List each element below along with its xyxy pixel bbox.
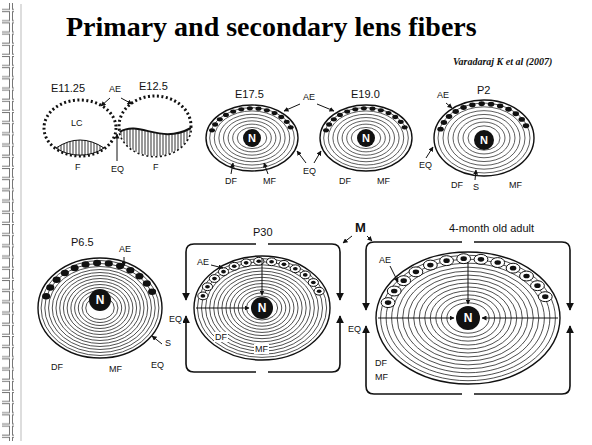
stage-label: P30 <box>252 226 274 239</box>
migration-bracket <box>186 242 570 394</box>
structure-label: MF <box>254 344 269 354</box>
slide-rule <box>21 4 22 441</box>
structure-label: AE <box>108 84 122 94</box>
nucleus-label: N <box>248 133 256 144</box>
stage-label: E19.0 <box>350 88 381 101</box>
nucleus-label: N <box>464 312 473 324</box>
structure-label: MF <box>374 372 389 382</box>
nucleus-circle: N <box>456 306 480 330</box>
lens-e17 <box>206 105 298 171</box>
lens-p2 <box>434 100 534 176</box>
migration-label: M <box>354 221 367 236</box>
nucleus-circle: N <box>474 130 494 150</box>
structure-label: MF <box>108 364 123 374</box>
stage-label: E12.5 <box>138 80 169 93</box>
stage-label: P6.5 <box>70 236 95 249</box>
nucleus-circle: N <box>89 289 111 311</box>
lens-primary-fibers <box>119 96 191 156</box>
structure-label: EQ <box>150 360 165 370</box>
structure-label: MF <box>508 180 523 190</box>
lens-p30 <box>194 256 330 360</box>
stage-label: E17.5 <box>234 88 265 101</box>
lens-vesicle <box>44 100 116 156</box>
structure-label: AE <box>378 255 392 265</box>
structure-label: MF <box>262 176 277 186</box>
slide-bullet-column <box>2 3 14 441</box>
structure-label: EQ <box>418 160 433 170</box>
structure-label: EQ <box>347 324 362 334</box>
stage-label: P2 <box>476 84 491 97</box>
structure-label: EQ <box>110 164 125 174</box>
nucleus-circle: N <box>357 129 375 147</box>
structure-label: DF <box>338 176 352 186</box>
nucleus-circle: N <box>251 297 273 319</box>
structure-label: EQ <box>168 314 183 324</box>
nucleus-circle: N <box>243 129 261 147</box>
structure-label: LC <box>70 118 84 128</box>
structure-label: DF <box>450 180 464 190</box>
slide-title: Primary and secondary lens fibers <box>66 12 477 43</box>
structure-label: DF <box>374 358 388 368</box>
structure-label: DF <box>224 176 238 186</box>
leader-arrow <box>101 98 558 344</box>
nucleus-label: N <box>96 294 105 306</box>
nucleus-label: N <box>258 302 267 314</box>
structure-label: AE <box>196 257 210 267</box>
lens-adult <box>376 252 560 384</box>
structure-label: EQ <box>302 166 317 176</box>
structure-label: F <box>152 162 160 172</box>
lens-e19 <box>320 105 412 171</box>
structure-label: F <box>74 162 82 172</box>
citation: Varadaraj K et al (2007) <box>452 56 553 68</box>
lens-p6 <box>38 258 162 358</box>
nucleus-label: N <box>480 135 488 146</box>
structure-label: AE <box>302 92 316 102</box>
structure-label: S <box>472 182 480 192</box>
nucleus-label: N <box>362 133 370 144</box>
structure-label: AE <box>118 244 132 254</box>
structure-label: DF <box>214 332 228 342</box>
structure-label: AE <box>436 90 450 100</box>
structure-label: MF <box>376 176 391 186</box>
structure-label: DF <box>50 362 64 372</box>
structure-label: S <box>164 338 172 348</box>
stage-label: E11.25 <box>50 82 86 95</box>
stage-label: 4-month old adult <box>448 222 535 235</box>
